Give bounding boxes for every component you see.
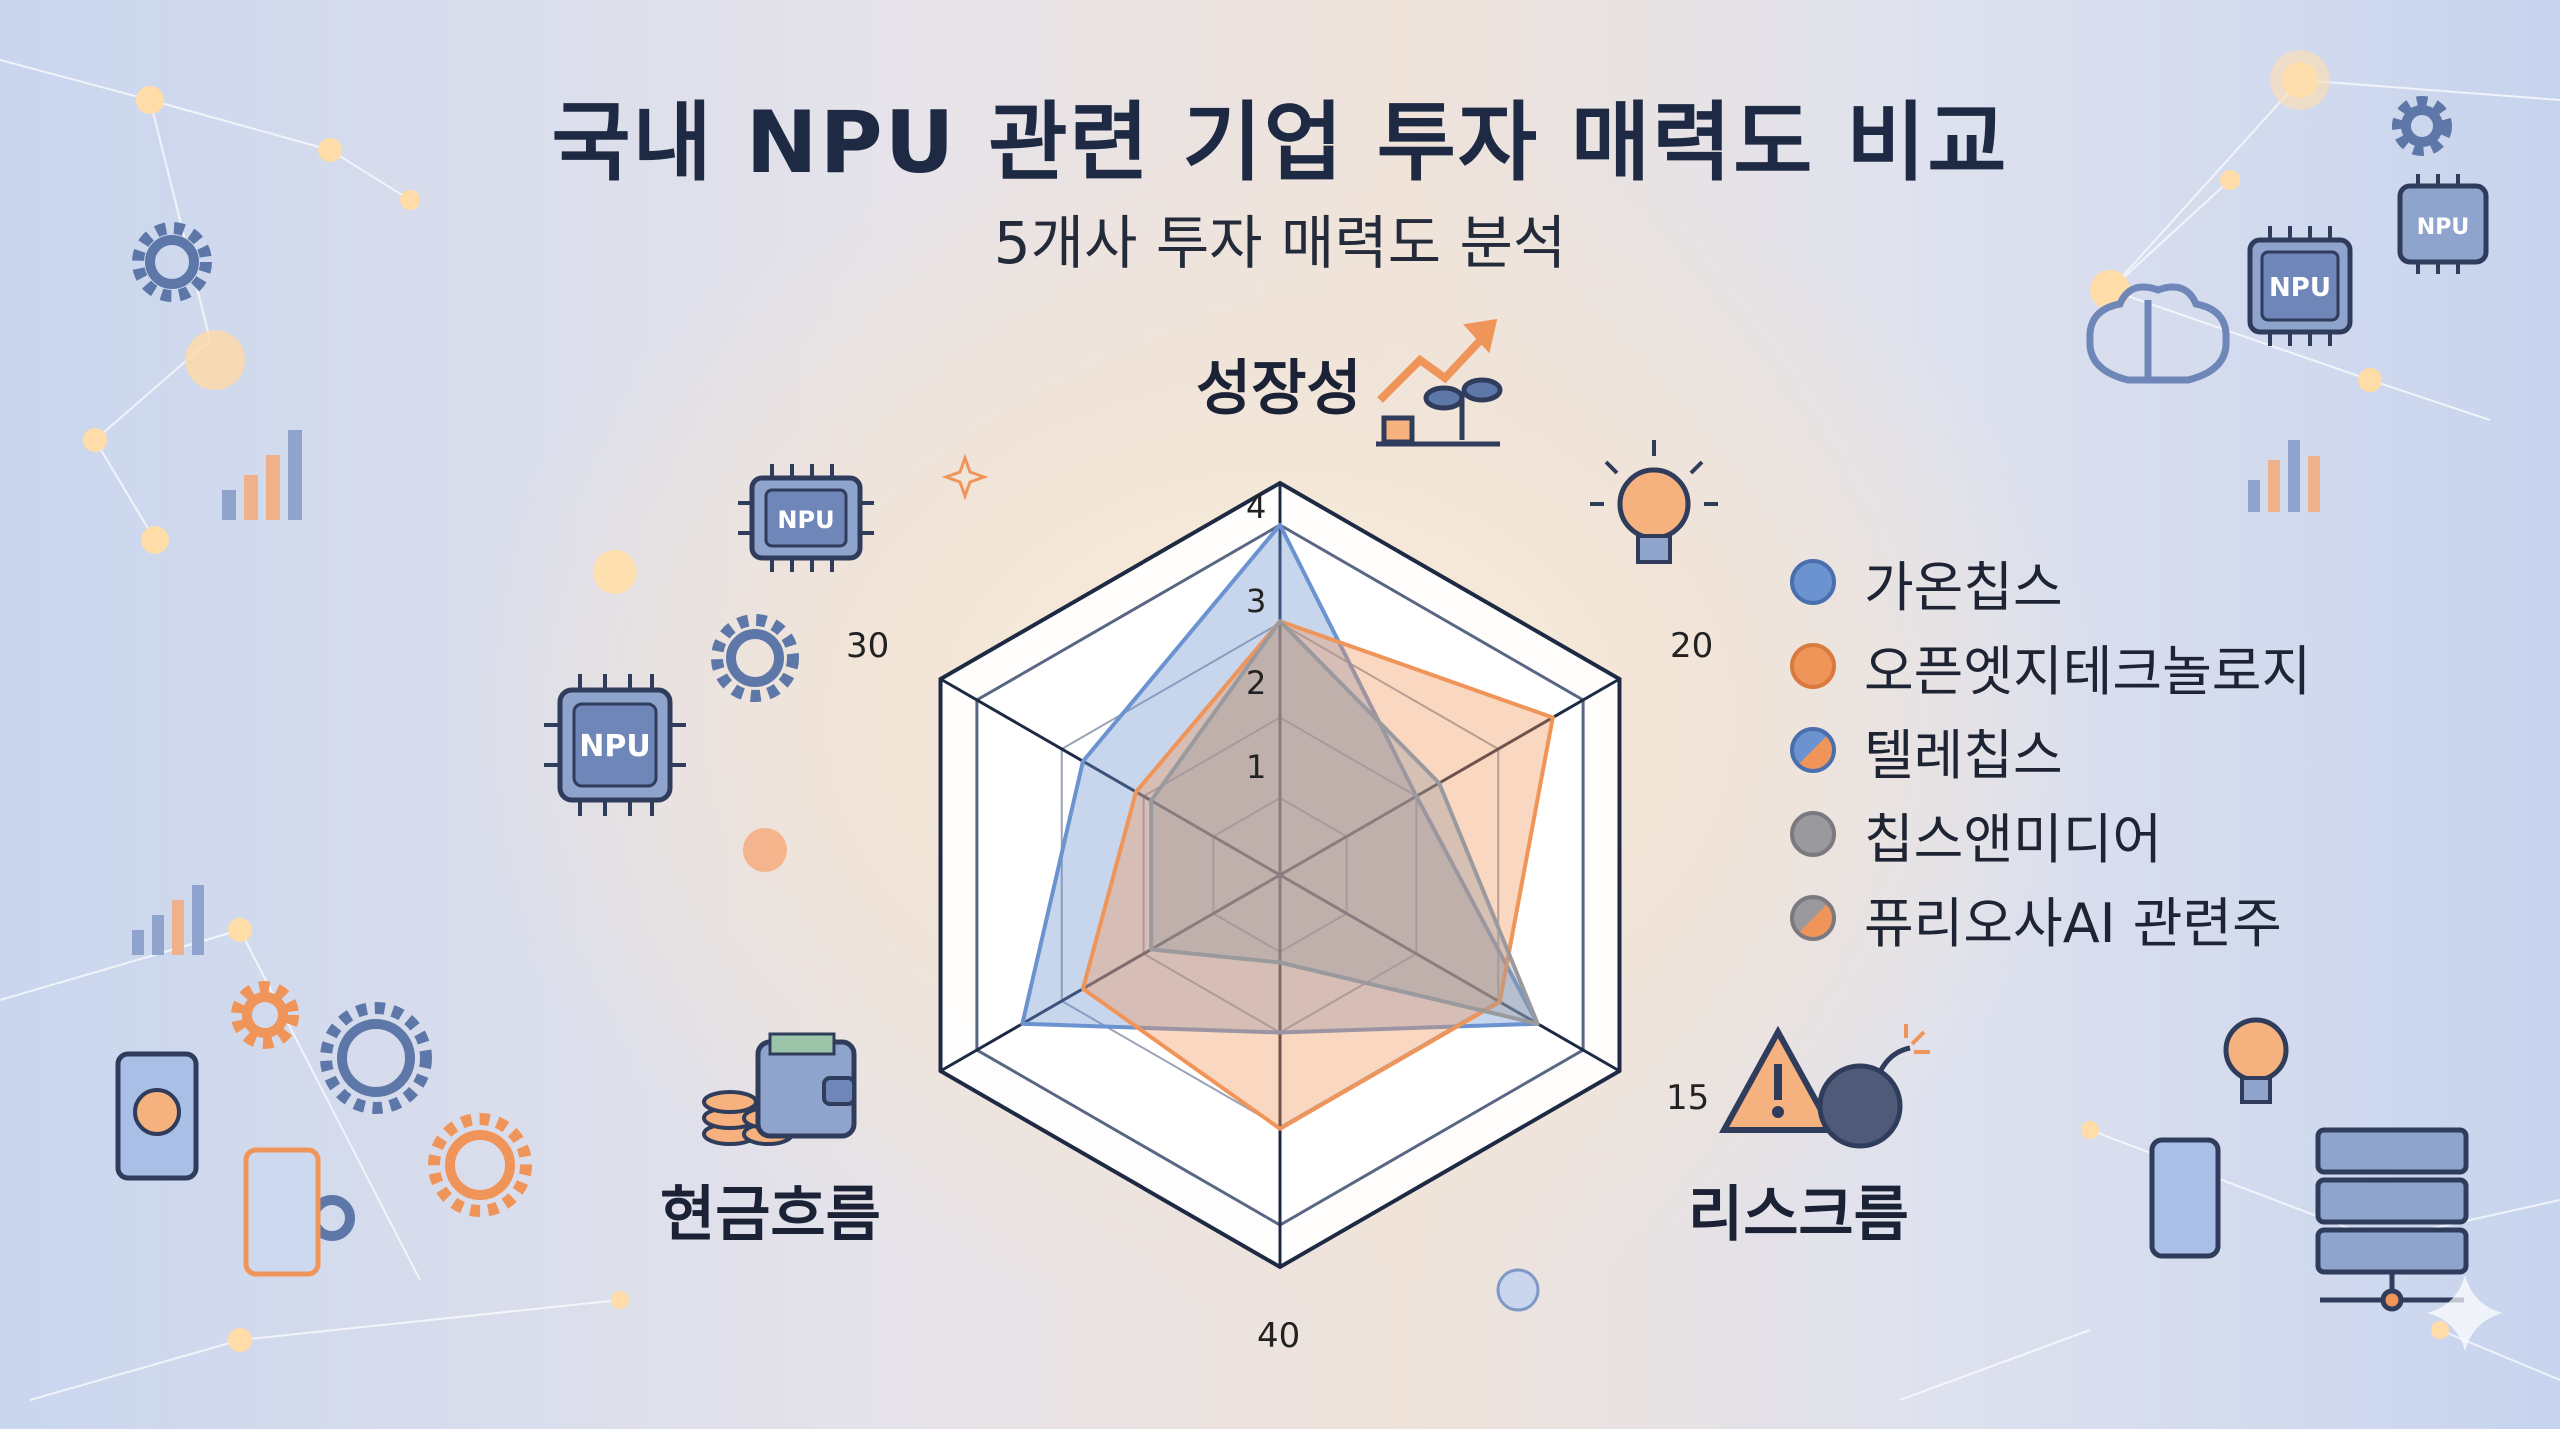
- ring-tick-label: 2: [1246, 664, 1267, 702]
- smartphone-icon: [115, 1051, 2221, 1277]
- radar-series-layer: [1020, 523, 1555, 1131]
- brain-icon: [133, 1088, 181, 1136]
- legend-swatch: [1790, 559, 1836, 605]
- sparkle-icon: [941, 453, 2503, 1351]
- ring-tick-label: 4: [1246, 488, 1267, 526]
- axis-label-growth: 성장성: [1196, 354, 1362, 424]
- axis-label-cashflow: 현금흐름: [660, 1180, 881, 1250]
- legend-label: 가온칩스: [1864, 555, 2063, 619]
- scale-label-upper-right: 20: [1670, 626, 1714, 666]
- scale-label-lower-right: 15: [1666, 1078, 1710, 1118]
- svg-text:NPU: NPU: [777, 506, 834, 534]
- chart-legend: 가온칩스 오픈엣지테크놀로지 텔레칩스 칩스앤미디어 퓨리오사AI 관련주: [1790, 540, 2550, 960]
- legend-swatch: [1790, 643, 1836, 689]
- page-subtitle: 5개사 투자 매력도 분석: [993, 209, 1567, 277]
- npu-chip-icon: NPU: [2247, 226, 2353, 346]
- brain-icon: [2086, 283, 2230, 384]
- legend-swatch: [1790, 811, 1836, 857]
- wallet-icon: [755, 1032, 857, 1139]
- legend-item: 텔레칩스: [1790, 708, 2550, 792]
- ring-tick-label: 3: [1246, 582, 1267, 620]
- legend-item: 칩스앤미디어: [1790, 792, 2550, 876]
- svg-text:NPU: NPU: [579, 729, 650, 764]
- legend-label: 텔레칩스: [1864, 723, 2063, 787]
- legend-item: 오픈엣지테크놀로지: [1790, 624, 2550, 708]
- legend-item: 가온칩스: [1790, 540, 2550, 624]
- bar-chart-icon: [132, 430, 2320, 955]
- npu-chip-icon: NPU: [2397, 174, 2489, 274]
- growth-plant-icon: [1376, 318, 1503, 447]
- legend-label: 칩스앤미디어: [1864, 807, 2163, 871]
- svg-text:NPU: NPU: [2269, 273, 2331, 303]
- radar-spoke: [1279, 873, 1621, 1073]
- server-icon: [2315, 1127, 2469, 1312]
- lightbulb-icon: [1590, 440, 2289, 1104]
- ring-tick-label: 1: [1246, 748, 1267, 786]
- axis-label-risk: 리스크름: [1688, 1180, 1909, 1250]
- radar-spoke: [939, 873, 1281, 1073]
- legend-swatch: [1790, 895, 1836, 941]
- radar-grid: [938, 480, 1622, 1270]
- scale-label-bottom: 40: [1257, 1316, 1301, 1356]
- npu-chip-icon: NPU: [544, 674, 686, 816]
- radar-series-3: [1149, 619, 1540, 1026]
- scale-label-upper-left: 30: [846, 626, 890, 666]
- radar-spoke: [1279, 677, 1621, 877]
- legend-swatch: [1790, 727, 1836, 773]
- radar-spoke: [939, 677, 1281, 877]
- legend-item: 퓨리오사AI 관련주: [1790, 876, 2550, 960]
- radar-series-2: [1080, 619, 1555, 1131]
- bomb-icon: [1817, 1024, 1930, 1149]
- npu-chip-icon: NPU: [738, 464, 874, 572]
- warning-icon: [1718, 1025, 1838, 1133]
- legend-label: 퓨리오사AI 관련주: [1864, 891, 2282, 955]
- svg-text:NPU: NPU: [2417, 215, 2469, 240]
- gear-icon: [132, 96, 2452, 1217]
- page-title: 국내 NPU 관련 기업 투자 매력도 비교: [551, 93, 2009, 193]
- legend-label: 오픈엣지테크놀로지: [1864, 639, 2312, 703]
